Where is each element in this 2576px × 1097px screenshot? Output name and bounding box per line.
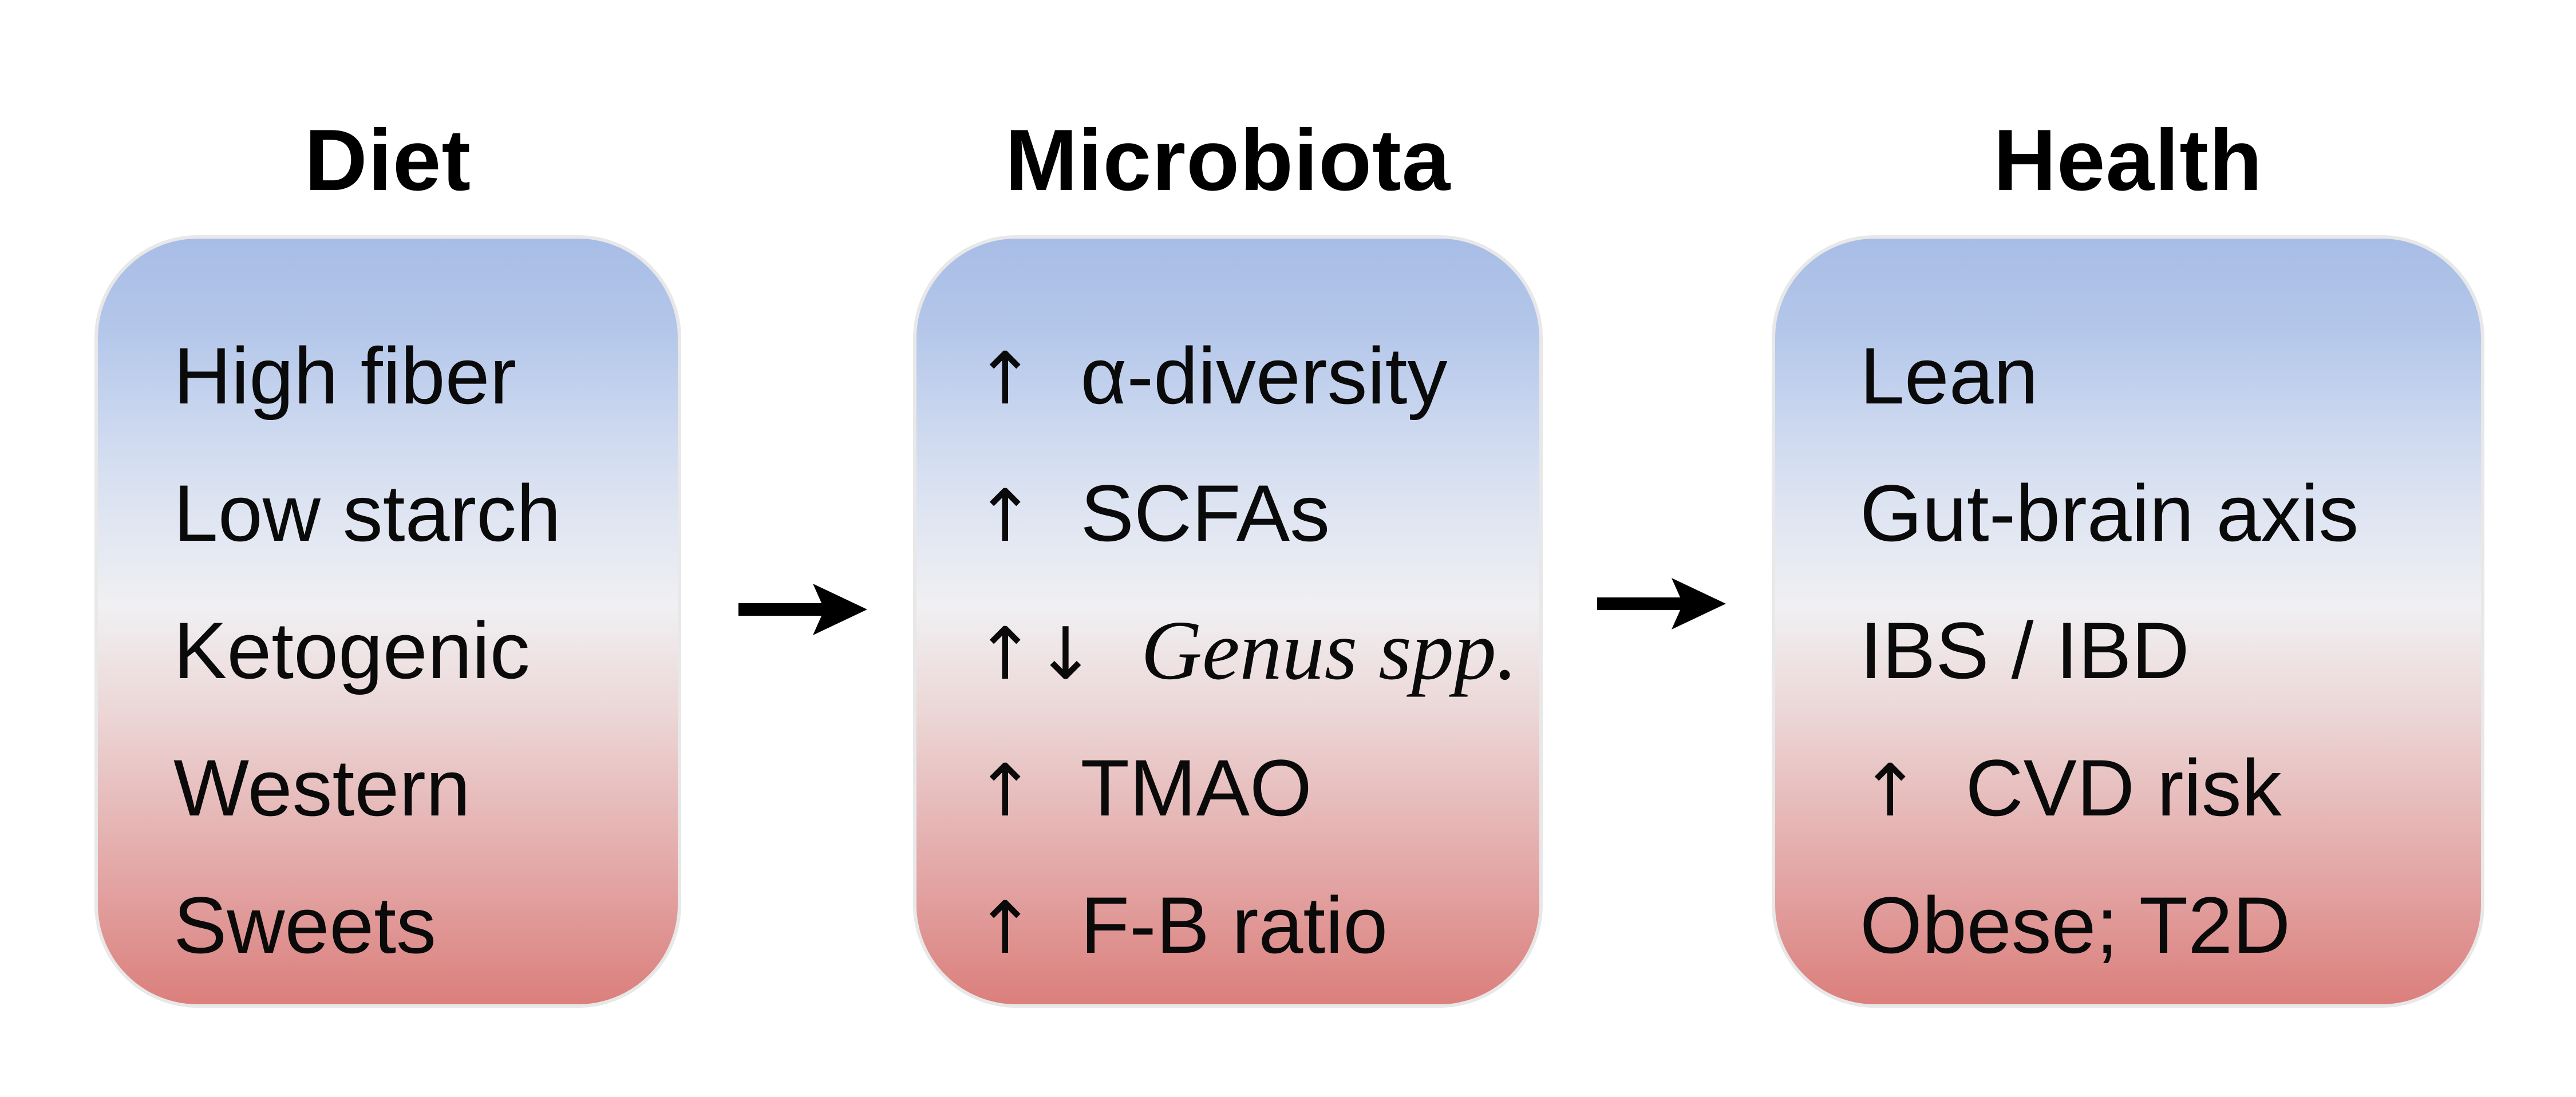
list-item: ↑ SCFAs: [975, 445, 1539, 582]
up-arrow-icon: ↑: [975, 474, 1036, 558]
item-label: Ketogenic: [173, 605, 530, 695]
list-item: ↑ CVD risk: [1860, 719, 2481, 857]
arrow-head: [813, 584, 867, 635]
health-title: Health: [1993, 112, 2263, 209]
list-item: ↑↓ Genus spp.: [975, 582, 1539, 719]
item-label: Gut-brain axis: [1860, 468, 2359, 558]
up-arrow-icon: ↑: [1860, 749, 1921, 833]
item-label: Low starch: [173, 468, 561, 558]
item-label: Obese; T2D: [1860, 880, 2291, 970]
item-label: Western: [173, 743, 471, 833]
diet-list: High fiber Low starch Ketogenic Western …: [98, 307, 678, 994]
item-label: SCFAs: [1080, 468, 1330, 558]
up-arrow-icon: ↑: [975, 336, 1036, 421]
list-item: Lean: [1860, 307, 2481, 445]
diet-title: Diet: [304, 112, 472, 209]
list-item: ↑ F-B ratio: [975, 857, 1539, 994]
list-item: Sweets: [173, 857, 678, 994]
list-item: ↑ α-diversity: [975, 307, 1539, 445]
item-label: CVD risk: [1965, 743, 2282, 833]
list-item: Obese; T2D: [1860, 857, 2481, 994]
list-item: High fiber: [173, 307, 678, 445]
arrow-shaft: [1597, 597, 1683, 610]
list-item: Western: [173, 719, 678, 857]
list-item: Gut-brain axis: [1860, 445, 2481, 582]
item-label: Genus spp.: [1141, 604, 1518, 698]
microbiota-list: ↑ α-diversity ↑ SCFAs ↑↓ Genus spp. ↑ TM…: [916, 307, 1539, 994]
right-arrow-icon: [738, 584, 867, 635]
list-item: Ketogenic: [173, 582, 678, 719]
item-label: High fiber: [173, 331, 517, 421]
item-label: α-diversity: [1080, 331, 1448, 421]
microbiota-panel: ↑ α-diversity ↑ SCFAs ↑↓ Genus spp. ↑ TM…: [913, 235, 1543, 1008]
arrow-head: [1672, 578, 1726, 629]
item-label: Sweets: [173, 880, 437, 970]
health-panel: Lean Gut-brain axis IBS / IBD ↑ CVD risk…: [1772, 235, 2484, 1008]
list-item: Low starch: [173, 445, 678, 582]
item-label: F-B ratio: [1080, 880, 1388, 970]
item-label: Lean: [1860, 331, 2038, 421]
item-label: TMAO: [1080, 743, 1312, 833]
microbiota-title: Microbiota: [1005, 112, 1451, 209]
list-item: IBS / IBD: [1860, 582, 2481, 719]
up-down-arrow-icon: ↑↓: [975, 612, 1096, 696]
health-list: Lean Gut-brain axis IBS / IBD ↑ CVD risk…: [1775, 307, 2481, 994]
up-arrow-icon: ↑: [975, 749, 1036, 833]
item-label: IBS / IBD: [1860, 605, 2190, 695]
diet-panel: High fiber Low starch Ketogenic Western …: [94, 235, 681, 1008]
right-arrow-icon: [1597, 578, 1726, 629]
up-arrow-icon: ↑: [975, 886, 1036, 970]
arrow-shaft: [738, 603, 824, 616]
list-item: ↑ TMAO: [975, 719, 1539, 857]
